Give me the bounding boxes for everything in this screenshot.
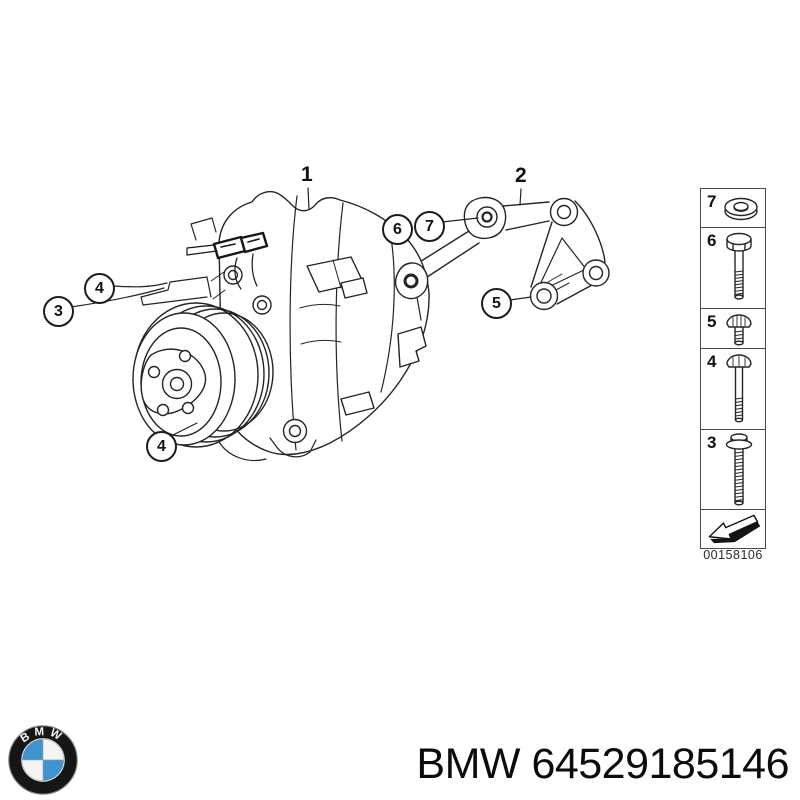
bmw-logo: BMW	[8, 725, 78, 795]
direction-arrow-icon	[708, 514, 761, 544]
washer-icon	[724, 197, 758, 221]
callout-2: 2	[515, 164, 527, 187]
compressor-line-art	[70, 187, 610, 462]
diagram-code: 00158106	[703, 548, 763, 562]
legend-row-direction	[701, 510, 765, 548]
callout-7: 7	[414, 211, 445, 242]
hex-bolt-icon	[726, 232, 752, 300]
legend-row-short-bolt: 5	[701, 309, 765, 349]
callout-6: 6	[382, 214, 413, 245]
legend-row-flanged-bolt: 3	[701, 430, 765, 510]
pulley-art	[132, 302, 274, 462]
callout-1: 1	[301, 163, 313, 186]
short-bolt-icon	[726, 314, 752, 346]
callout-3: 3	[43, 296, 74, 327]
legend-row-long-bolt: 4	[701, 349, 765, 430]
legend-row-hex-bolt: 6	[701, 228, 765, 309]
legend-row-label: 7	[707, 192, 717, 211]
part-number-caption: BMW 64529185146	[416, 740, 789, 788]
legend-row-label: 5	[707, 312, 717, 331]
legend-row-washer: 7	[701, 189, 765, 228]
callout-4b: 4	[146, 431, 177, 462]
fastener-legend: 7 6 5	[700, 188, 766, 549]
legend-row-label: 6	[707, 231, 717, 250]
long-bolt-icon	[726, 354, 752, 423]
flanged-bolt-icon	[725, 433, 753, 506]
legend-row-label: 4	[707, 352, 717, 371]
bmw-logo-quadrants	[21, 738, 65, 782]
leader-lines	[70, 187, 532, 437]
callout-4a: 4	[84, 273, 115, 304]
connector-plug-art	[186, 231, 269, 290]
callout-5: 5	[481, 288, 512, 319]
legend-row-label: 3	[707, 433, 717, 452]
